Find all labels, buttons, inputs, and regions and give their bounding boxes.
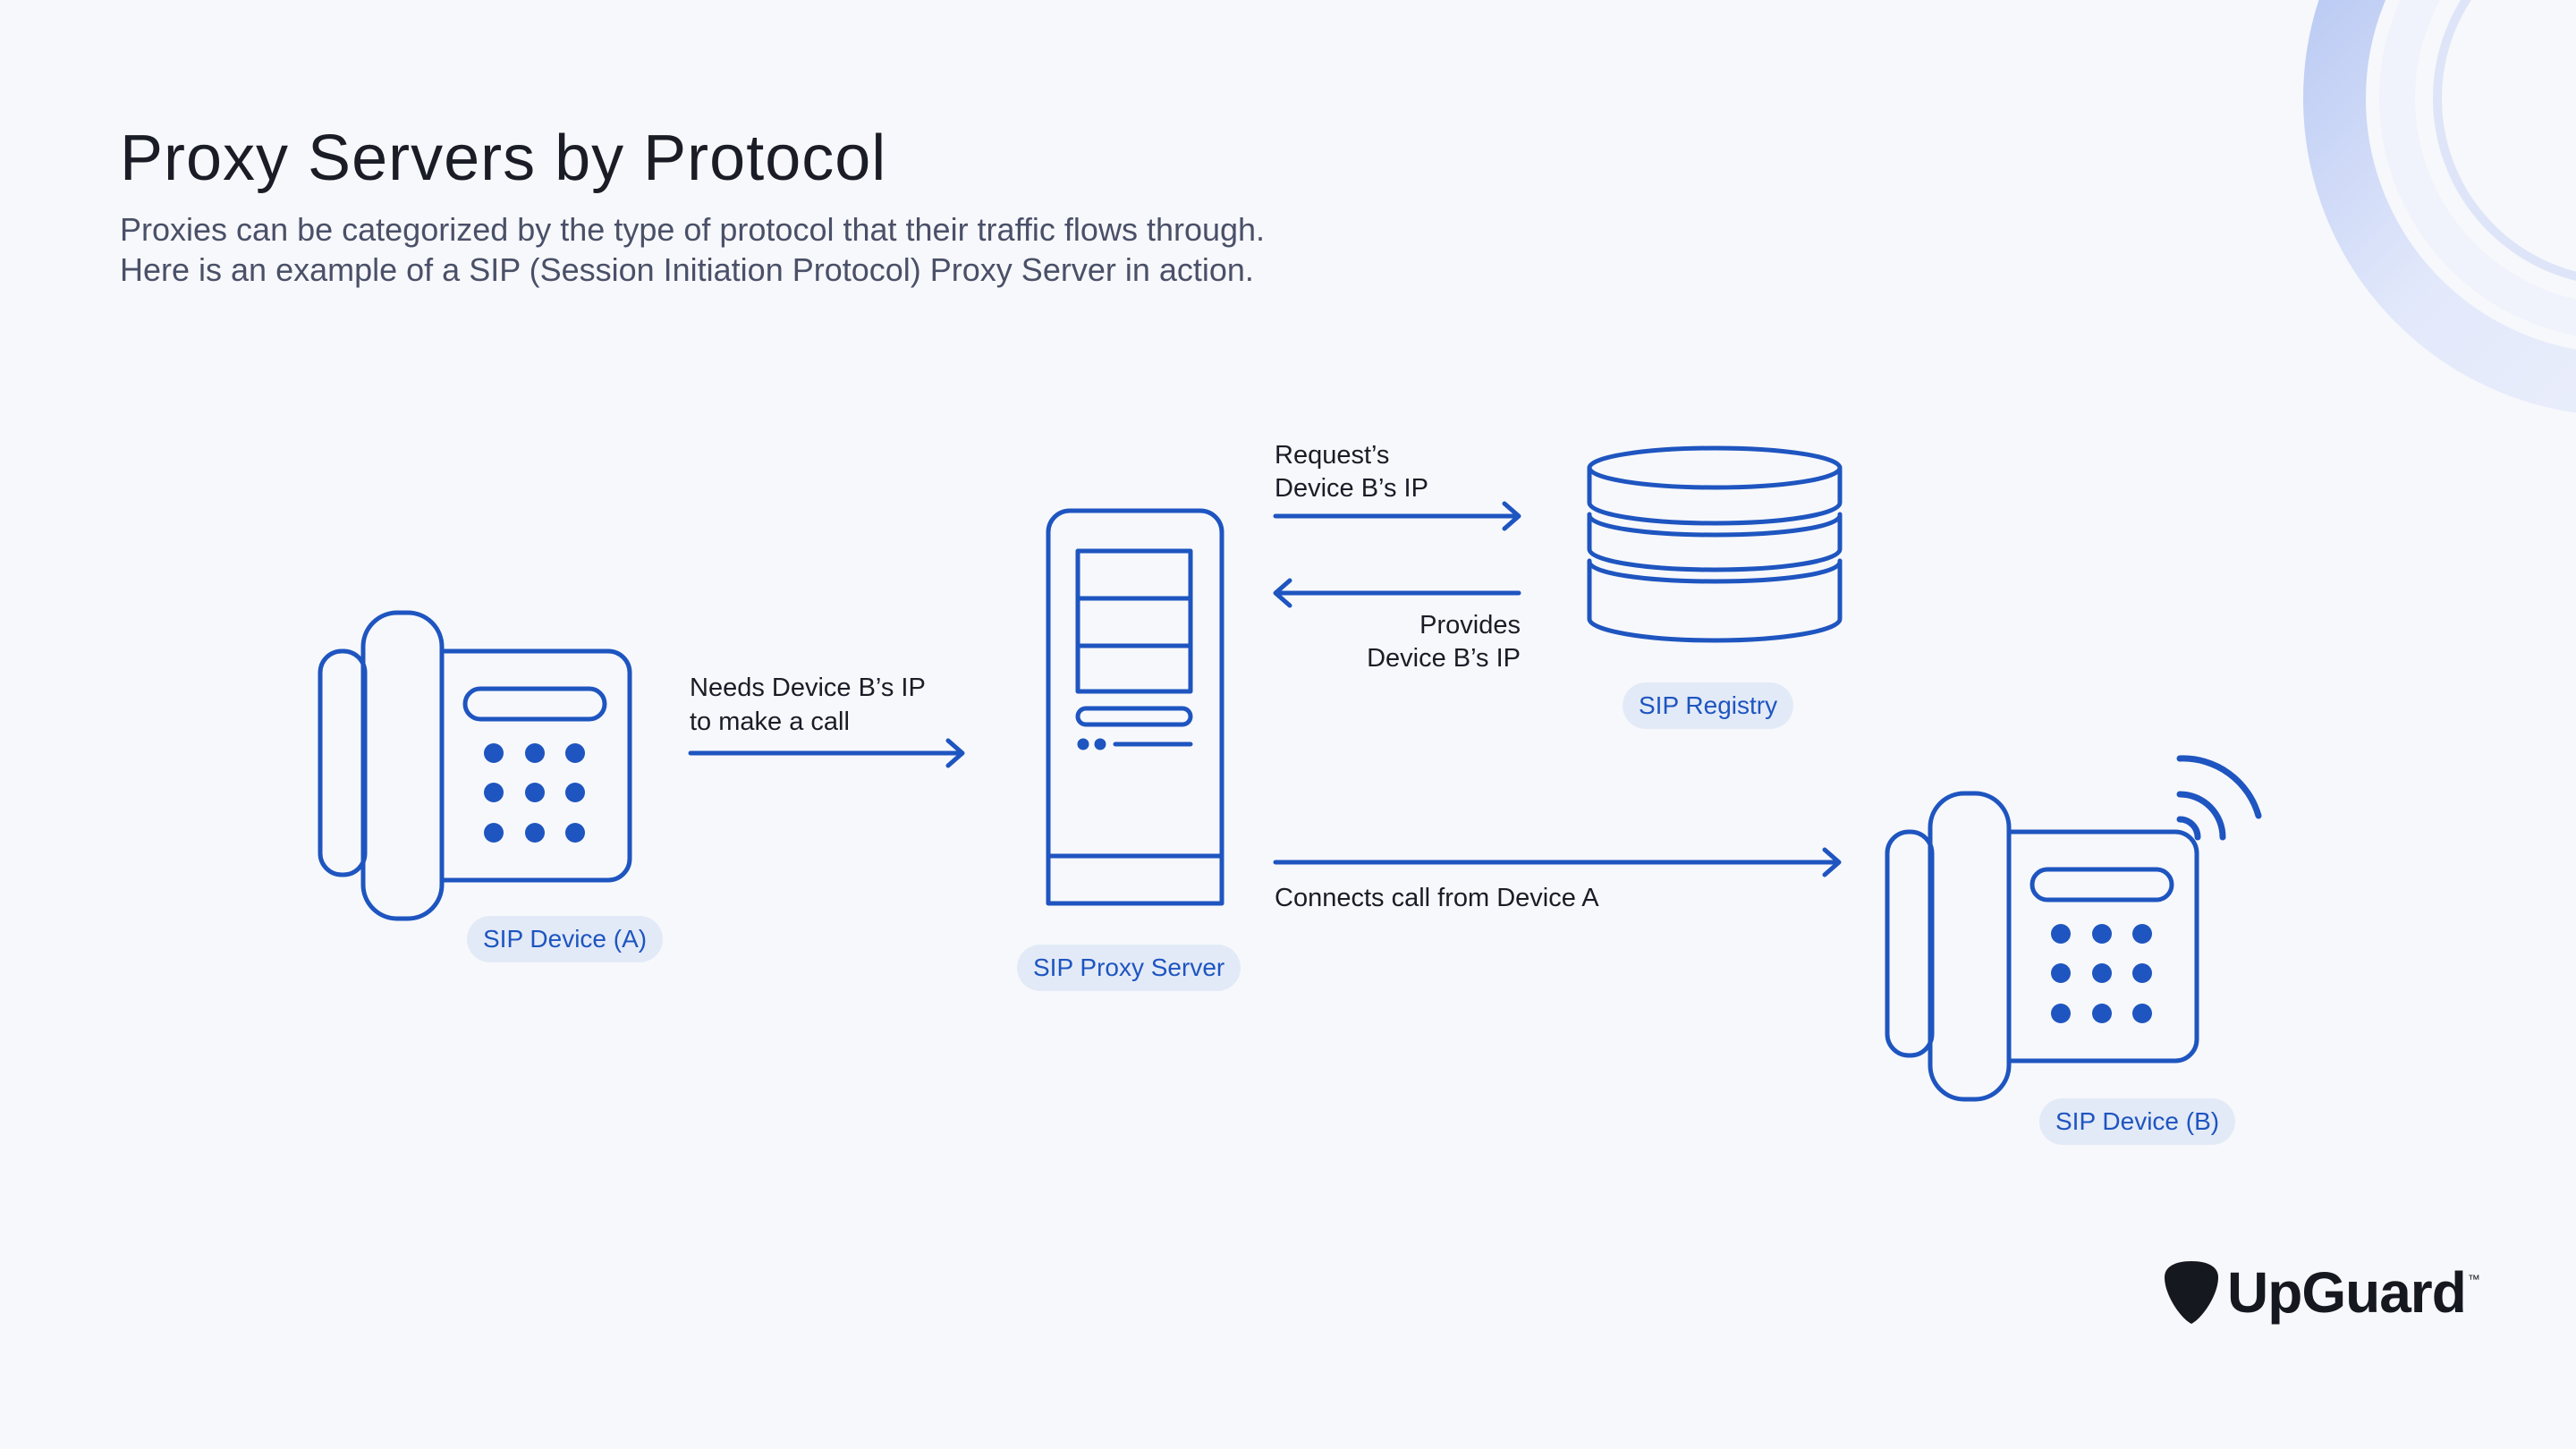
arrow-connects	[1273, 847, 1842, 877]
badge-device-b: SIP Device (B)	[2039, 1098, 2236, 1145]
upguard-logo: UpGuard ™	[2163, 1259, 2480, 1326]
subtitle-line-2: Here is an example of a SIP (Session Ini…	[120, 251, 1254, 288]
label-connects-call: Connects call from Device A	[1275, 884, 1599, 912]
desk-phone-ringing-icon	[1885, 755, 2262, 1102]
label-request-line2: Device B’s IP	[1275, 474, 1428, 503]
label-needs-ip-line1: Needs Device B’s IP	[690, 674, 926, 702]
database-icon	[1587, 445, 1843, 643]
badge-proxy-server: SIP Proxy Server	[1017, 945, 1241, 991]
brand-name: UpGuard	[2227, 1260, 2467, 1325]
page-title: Proxy Servers by Protocol	[120, 123, 887, 194]
badge-device-a: SIP Device (A)	[467, 916, 664, 962]
arrow-provides	[1273, 578, 1521, 608]
arrow-a-to-proxy	[688, 738, 965, 768]
upguard-guitar-pick-icon	[2165, 1261, 2218, 1324]
brand-trademark: ™	[2467, 1272, 2480, 1286]
badge-registry: SIP Registry	[1623, 682, 1794, 729]
arrow-request	[1273, 501, 1521, 531]
label-request-line1: Request’s	[1275, 441, 1390, 470]
ringing-waves-icon	[2176, 755, 2262, 841]
label-provides-line2: Device B’s IP	[1367, 644, 1521, 673]
label-needs-ip-line2: to make a call	[690, 708, 850, 736]
label-provides-line1: Provides	[1419, 611, 1521, 640]
server-tower-icon	[1046, 508, 1224, 906]
subtitle-line-1: Proxies can be categorized by the type o…	[120, 211, 1266, 248]
desk-phone-icon	[318, 610, 632, 921]
